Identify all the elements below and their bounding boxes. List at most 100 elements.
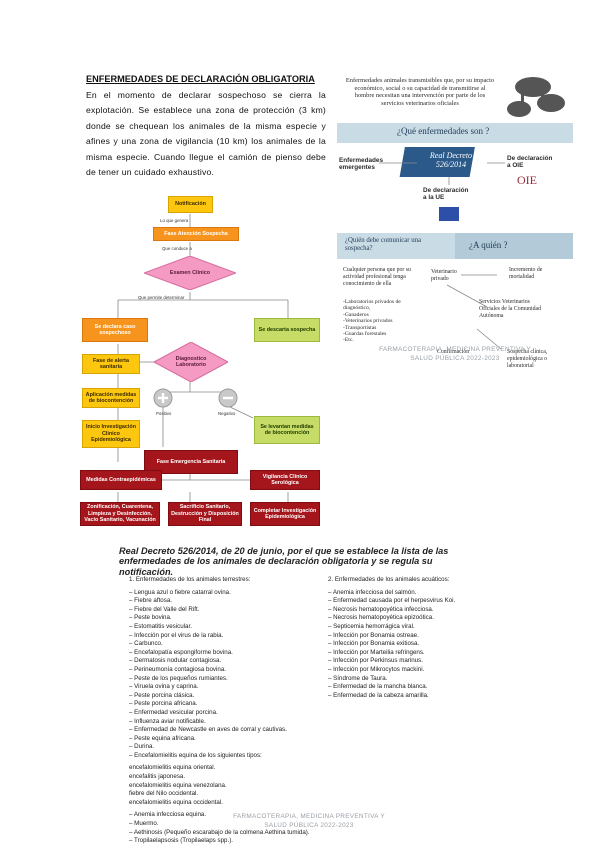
law-item: – Enfermedad vesicular porcina. <box>129 708 218 716</box>
law-item: – Infección por Perkinsus marinus. <box>328 657 423 665</box>
info-lista-item: -Laboratorios privados de diagnóstico, <box>343 299 401 312</box>
law-col-terrestres: 1. Enfermedades de los animales terrestr… <box>129 576 329 846</box>
intro-paragraph: En el momento de declarar sospechoso se … <box>86 90 326 178</box>
law-subitem: encefalomielitis equina occidental. <box>129 798 223 806</box>
section-heading: ENFERMEDADES DE DECLARACIÓN OBLIGATORIA <box>86 74 315 84</box>
flow-fase-alerta: Fase de alerta sanitaria <box>82 354 140 374</box>
law-item: – Peste equina africana. <box>129 734 196 742</box>
flow-levantan: Se levantan medidas de biocontención <box>254 416 320 444</box>
info-declaracion-oie: De declaración a OIE <box>507 155 553 170</box>
info-cualquier: Cualquier persona que por su actividad p… <box>343 267 411 287</box>
flow-medidas: Medidas Contraepidémicas <box>80 470 162 490</box>
law-item: – Aethinosis (Pequeño escarabajo de la c… <box>129 828 310 836</box>
info-lista-item: -Etc. <box>343 337 354 344</box>
law-subitem: fiebre del Nilo occidental. <box>129 790 199 798</box>
info-intro: Enfermedades animales transmisibles que,… <box>345 77 495 107</box>
infographic: Enfermedades animales transmisibles que,… <box>337 67 573 377</box>
flow-diamond-examen <box>144 256 236 290</box>
law-item: – Infección por Bonamia exitiosa. <box>328 640 420 648</box>
law-item: – Infección por Bonamia ostreae. <box>328 631 419 639</box>
law-item: – Infección por Marteilia refringens. <box>328 648 425 656</box>
law-item: – Tropilaelapsosis (Tropilaelaps spp.). <box>129 837 233 845</box>
info-lista-item: -Ganaderos <box>343 311 369 318</box>
flow-declara-caso: Se declara caso sospechoso <box>82 318 148 342</box>
flow-vigilancia: Vigilancia Clínico Serológica <box>250 470 320 490</box>
plus-icon <box>153 388 173 408</box>
law-item: – Peste bovina. <box>129 614 172 622</box>
law-item: – Peste porcina africana. <box>129 700 198 708</box>
law-item: – Lengua azul o fiebre catarral ovina. <box>129 588 231 596</box>
law-item: – Enfermedad de Newcastle en aves de cor… <box>129 726 287 734</box>
flow-diagnostico: Diagnostico Laboratorio <box>175 355 207 368</box>
law-subitem: encefalomielitis equina venezolana. <box>129 781 227 789</box>
law-item: – Necrosis hematopoyética epizoótica. <box>328 614 434 622</box>
flow-examen-clinico: Examen Clínico <box>169 269 211 276</box>
info-veterinario: Veterinario privado <box>431 269 457 282</box>
law-item: – Infección por el virus de la rabia. <box>129 631 224 639</box>
law-item: – Enfermedad causada por el herpesvirus … <box>328 597 456 605</box>
law-item: – Dermatosis nodular contagiosa. <box>129 657 222 665</box>
flow-completar: Completar Investigación Epidemiológica <box>250 502 320 526</box>
law-subitem: encefalomielitis equina oriental. <box>129 764 216 772</box>
law-item: – Durina. <box>129 743 155 751</box>
law-item: – Anemia infecciosa del salmón. <box>328 588 417 596</box>
info-sospecha-clinica: Sospecha clínica, epidemiológica o labor… <box>507 349 548 369</box>
flow-zonificacion: Zonificación, Cuarentena, Limpieza y Des… <box>80 502 160 526</box>
law-item: – Fiebre aftosa. <box>129 597 172 605</box>
law-item: – Muermo. <box>129 820 159 828</box>
info-lista-item: -Guardas forestales <box>343 331 387 338</box>
law-item: – Síndrome de Taura. <box>328 674 388 682</box>
watermark: FARMACOTERAPIA, MEDICINA PREVENTIVA Y SA… <box>379 346 531 362</box>
law-item: – Enfermedad de la mancha blanca. <box>328 683 428 691</box>
flow-inicio: Inicio Investigación Clínico Epidemiológ… <box>82 420 140 448</box>
law-item: – Carbunco. <box>129 640 163 648</box>
flow-label-genera: Lo que genera <box>160 218 189 223</box>
flow-diamond-diagnostico <box>154 342 228 382</box>
law-item: – Encefalopatía espongiforme bovina. <box>129 648 233 656</box>
flow-label-negativo: Negativo <box>218 411 236 416</box>
flow-sacrificio: Sacrificio Sanitario, Destrucción y Disp… <box>168 502 242 526</box>
info-a-quien: ¿A quién ? <box>469 240 508 250</box>
info-lista-item: -Transportistas <box>343 324 377 331</box>
info-question: ¿Qué enfermedades son ? <box>397 126 490 136</box>
info-lista: -Laboratorios privados de diagnóstico, -… <box>343 299 429 344</box>
flow-notificacion: Notificación <box>168 196 213 213</box>
info-lista-item: -Veterinarios privados <box>343 318 393 325</box>
law-item: – Peste de los pequeños rumiantes. <box>129 674 228 682</box>
oie-logo: OIE <box>517 173 537 187</box>
law-subitem: encefalitis japonesa. <box>129 773 186 781</box>
flow-label-positivo: Positivo <box>156 411 172 416</box>
flow-aplicacion: Aplicación medidas de biocontención <box>82 388 140 408</box>
info-real-decreto: Real Decreto 526/2014 <box>429 151 473 169</box>
law-col2-heading: 2. Enfermedades de los animales acuático… <box>328 576 450 583</box>
law-item: – Anemia infecciosa equina. <box>129 811 207 819</box>
infographic-background <box>337 67 573 377</box>
flow-fase-atencion: Fase Atención Sospecha <box>153 227 239 241</box>
flow-descarta: Se descarta sospecha <box>254 318 320 342</box>
info-confirmacion: Confirmación <box>437 349 470 355</box>
flow-label-permite: Que permite determinar <box>138 295 185 300</box>
law-item: – Peste porcina clásica. <box>129 691 195 699</box>
flow-label-conduce: Que conduce a <box>162 246 192 251</box>
info-quien-debe: ¿Quién debe comunicar una sospecha? <box>345 237 422 252</box>
info-emergentes: Enfermedades emergentes <box>339 157 384 172</box>
law-item: – Viruela ovina y caprina. <box>129 683 199 691</box>
law-item: – Perineumonía contagiosa bovina. <box>129 665 227 673</box>
info-servicios: Servicios Veterinarios Oficiales de la C… <box>479 299 541 319</box>
law-item: – Influenza aviar notificable. <box>129 717 206 725</box>
law-item: – Encefalomielitis equina de los siguien… <box>129 751 262 759</box>
info-incremento: Incremento de mortalidad <box>509 267 543 280</box>
info-declaracion-ue: De declaración a la UE <box>423 187 469 202</box>
watermark-bottom: FARMACOTERAPIA, MEDICINA PREVENTIVA Y SA… <box>233 813 385 829</box>
law-item: – Septicemia hemorrágica viral. <box>328 622 415 630</box>
law-item: – Enfermedad de la cabeza amarilla. <box>328 691 429 699</box>
law-item: – Fiebre del Valle del Rift. <box>129 605 200 613</box>
law-title: Real Decreto 526/2014, de 20 de junio, p… <box>119 546 449 577</box>
law-item: – Infección por Mikrocytos mackini. <box>328 665 425 673</box>
law-item: – Estomatitis vesicular. <box>129 622 192 630</box>
law-col1-heading: 1. Enfermedades de los animales terrestr… <box>129 576 251 583</box>
minus-icon <box>218 388 238 408</box>
flowchart: Notificación Lo que genera Fase Atención… <box>78 192 328 528</box>
law-col-acuaticos: 2. Enfermedades de los animales acuático… <box>328 576 508 700</box>
law-item: – Necrosis hematopoyética infecciosa. <box>328 605 434 613</box>
